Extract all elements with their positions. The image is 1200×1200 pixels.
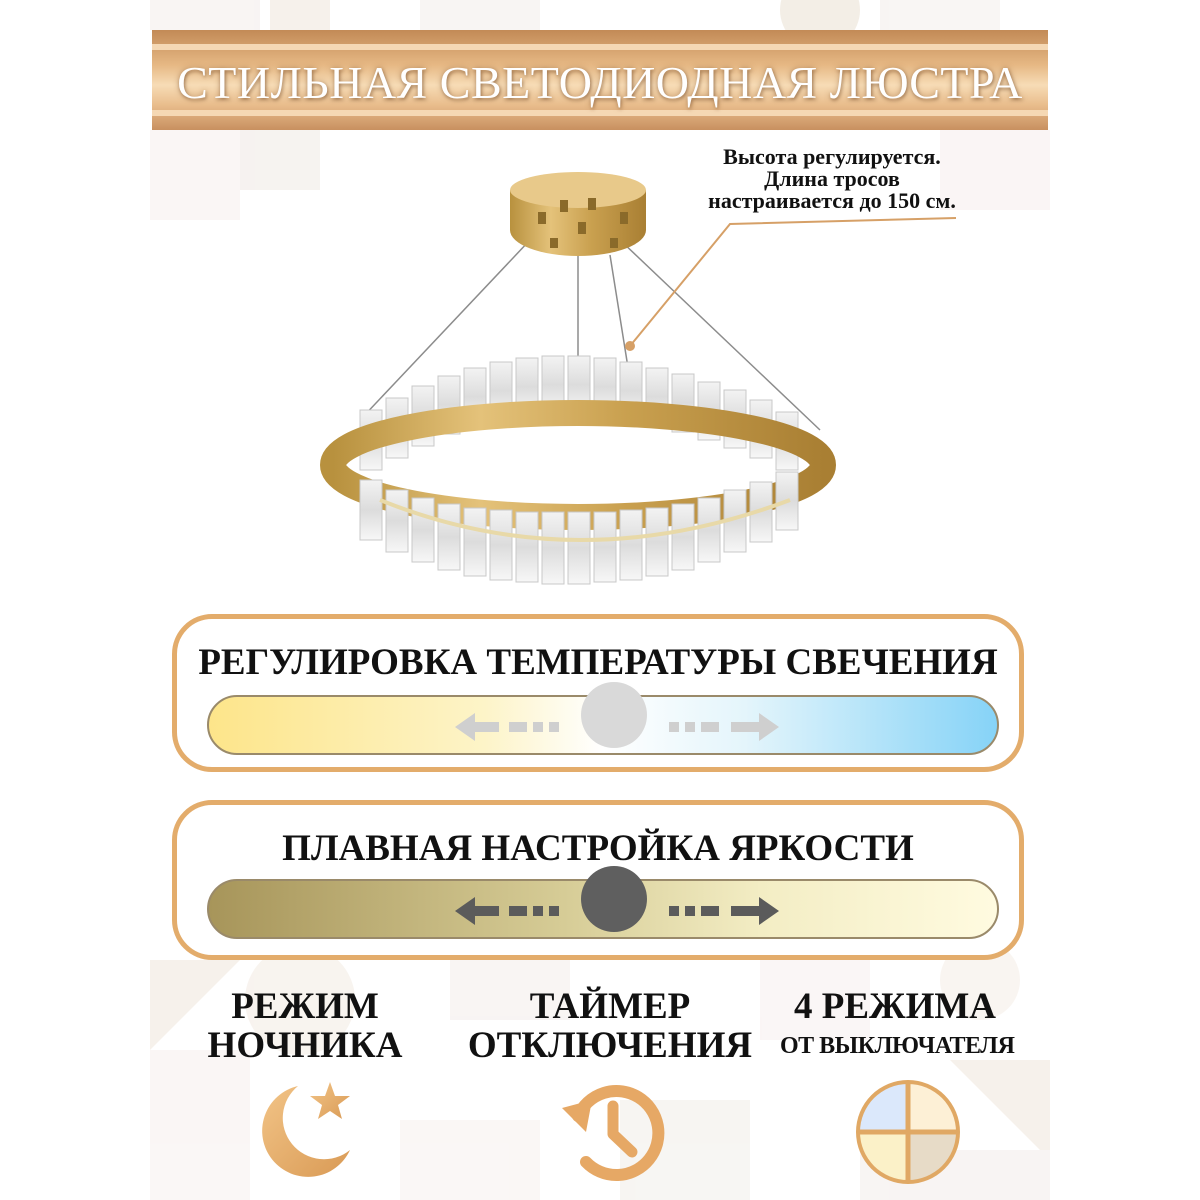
temperature-panel-title: РЕГУЛИРОВКА ТЕМПЕРАТУРЫ СВЕЧЕНИЯ xyxy=(198,642,998,683)
feature-night-line1: РЕЖИМ xyxy=(231,986,379,1027)
feature-night-mode: РЕЖИМ НОЧНИКА xyxy=(190,988,420,1066)
annotation-line-2: Длина тросов xyxy=(764,166,900,191)
brightness-knob[interactable] xyxy=(581,866,647,932)
brightness-panel-title: ПЛАВНАЯ НАСТРОЙКА ЯРКОСТИ xyxy=(282,828,914,869)
feature-modes-line1: 4 РЕЖИМА xyxy=(793,986,997,1027)
height-annotation: Высота регулируется. Длина тросов настра… xyxy=(672,146,992,212)
page-title: СТИЛЬНАЯ СВЕТОДИОДНАЯ ЛЮСТРА xyxy=(177,57,1023,108)
right-arrow-icon xyxy=(669,713,779,741)
feature-night-line2: НОЧНИКА xyxy=(207,1025,403,1066)
temperature-panel: РЕГУЛИРОВКА ТЕМПЕРАТУРЫ СВЕЧЕНИЯ xyxy=(172,614,1024,772)
left-arrow-icon xyxy=(455,713,559,741)
temperature-knob[interactable] xyxy=(581,682,647,748)
four-modes-icon xyxy=(856,1080,960,1184)
temperature-slider[interactable] xyxy=(207,682,999,755)
feature-timer-line2: ОТКЛЮЧЕНИЯ xyxy=(467,1025,753,1066)
brightness-slider[interactable] xyxy=(207,866,999,939)
banner-top-line xyxy=(152,44,1048,50)
title-banner: СТИЛЬНАЯ СВЕТОДИОДНАЯ ЛЮСТРА xyxy=(152,30,1048,130)
brightness-panel: ПЛАВНАЯ НАСТРОЙКА ЯРКОСТИ xyxy=(172,800,1024,960)
banner-bottom-line xyxy=(152,110,1048,116)
feature-timer-line1: ТАЙМЕР xyxy=(529,986,691,1027)
chandelier-image xyxy=(320,172,836,585)
left-arrow-icon xyxy=(455,897,559,925)
annotation-line-1: Высота регулируется. xyxy=(723,144,941,169)
feature-modes-line2: ОТ ВЫКЛЮЧАТЕЛЯ xyxy=(780,1033,1015,1059)
annotation-pointer xyxy=(625,217,957,351)
right-arrow-icon xyxy=(669,897,779,925)
annotation-line-3: настраивается до 150 см. xyxy=(708,188,956,213)
moon-star-icon xyxy=(262,1082,350,1177)
timer-icon xyxy=(562,1085,665,1181)
feature-four-modes: 4 РЕЖИМА ОТ ВЫКЛЮЧАТЕЛЯ xyxy=(780,986,1015,1066)
feature-timer: ТАЙМЕР ОТКЛЮЧЕНИЯ xyxy=(460,988,760,1066)
